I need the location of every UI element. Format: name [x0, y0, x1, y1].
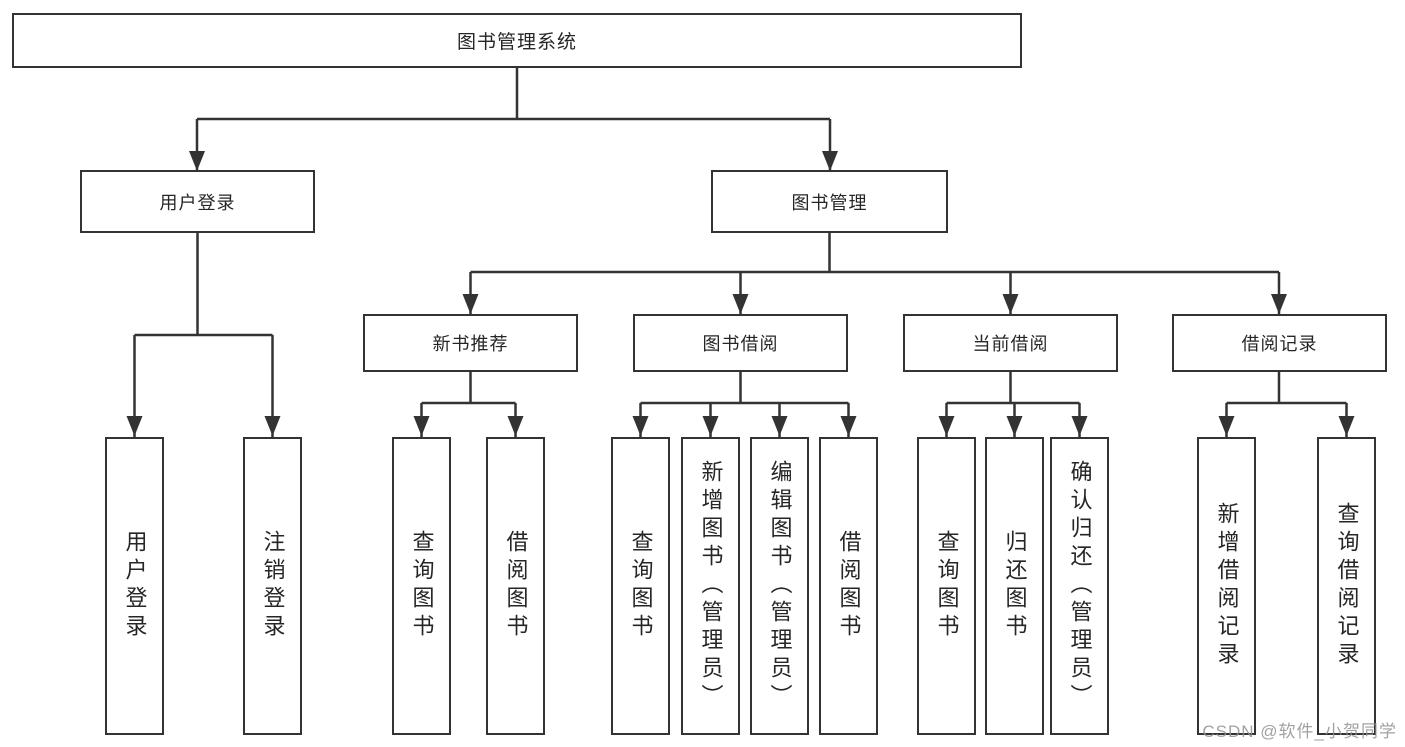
leaf-label: 归还图书 — [1002, 530, 1028, 642]
leaf-label: 新增图书（管理员） — [698, 460, 724, 712]
leaf-label: 借阅图书 — [503, 530, 529, 642]
watermark-text: CSDN @软件_小贺同学 — [1202, 722, 1397, 741]
leaf-borrow-books-recommend: 借阅图书 — [486, 437, 545, 735]
leaf-label: 借阅图书 — [836, 530, 862, 642]
leaf-query-books-recommend: 查询图书 — [392, 437, 451, 735]
node-book-management: 图书管理 — [711, 170, 948, 233]
node-label: 借阅记录 — [1241, 334, 1318, 354]
leaf-confirm-return-admin: 确认归还（管理员） — [1050, 437, 1109, 735]
node-label: 用户登录 — [159, 192, 236, 213]
leaf-add-books-admin: 新增图书（管理员） — [681, 437, 740, 735]
node-label: 当前借阅 — [972, 334, 1049, 354]
node-current-borrow: 当前借阅 — [903, 314, 1118, 372]
leaf-query-books-borrow: 查询图书 — [611, 437, 670, 735]
leaf-label: 查询图书 — [934, 530, 960, 642]
leaf-query-books-current: 查询图书 — [917, 437, 976, 735]
leaf-return-books: 归还图书 — [985, 437, 1044, 735]
leaf-label: 注销登录 — [260, 530, 286, 642]
leaf-add-borrow-record: 新增借阅记录 — [1197, 437, 1256, 735]
arrowhead-icons — [126, 151, 1355, 436]
leaf-user-login: 用户登录 — [105, 437, 164, 735]
node-label: 图书管理系统 — [456, 32, 577, 53]
leaf-label: 编辑图书（管理员） — [767, 460, 793, 712]
node-label: 图书借阅 — [702, 334, 779, 354]
leaf-borrow-books: 借阅图书 — [819, 437, 878, 735]
leaf-label: 查询图书 — [628, 530, 654, 642]
connector-paths — [133, 68, 1348, 438]
leaf-label: 查询借阅记录 — [1334, 502, 1360, 670]
node-user-login: 用户登录 — [80, 170, 315, 233]
leaf-label: 确认归还（管理员） — [1067, 460, 1093, 712]
leaf-label: 新增借阅记录 — [1214, 502, 1240, 670]
node-label: 图书管理 — [791, 192, 868, 213]
node-book-borrow: 图书借阅 — [633, 314, 848, 372]
leaf-label: 用户登录 — [122, 530, 148, 642]
leaf-logout: 注销登录 — [243, 437, 302, 735]
leaf-query-borrow-record: 查询借阅记录 — [1317, 437, 1376, 735]
node-borrow-records: 借阅记录 — [1172, 314, 1387, 372]
node-library-management-system: 图书管理系统 — [12, 13, 1022, 68]
leaf-label: 查询图书 — [409, 530, 435, 642]
node-new-book-recommend: 新书推荐 — [363, 314, 578, 372]
node-label: 新书推荐 — [432, 334, 509, 354]
leaf-edit-books-admin: 编辑图书（管理员） — [750, 437, 809, 735]
